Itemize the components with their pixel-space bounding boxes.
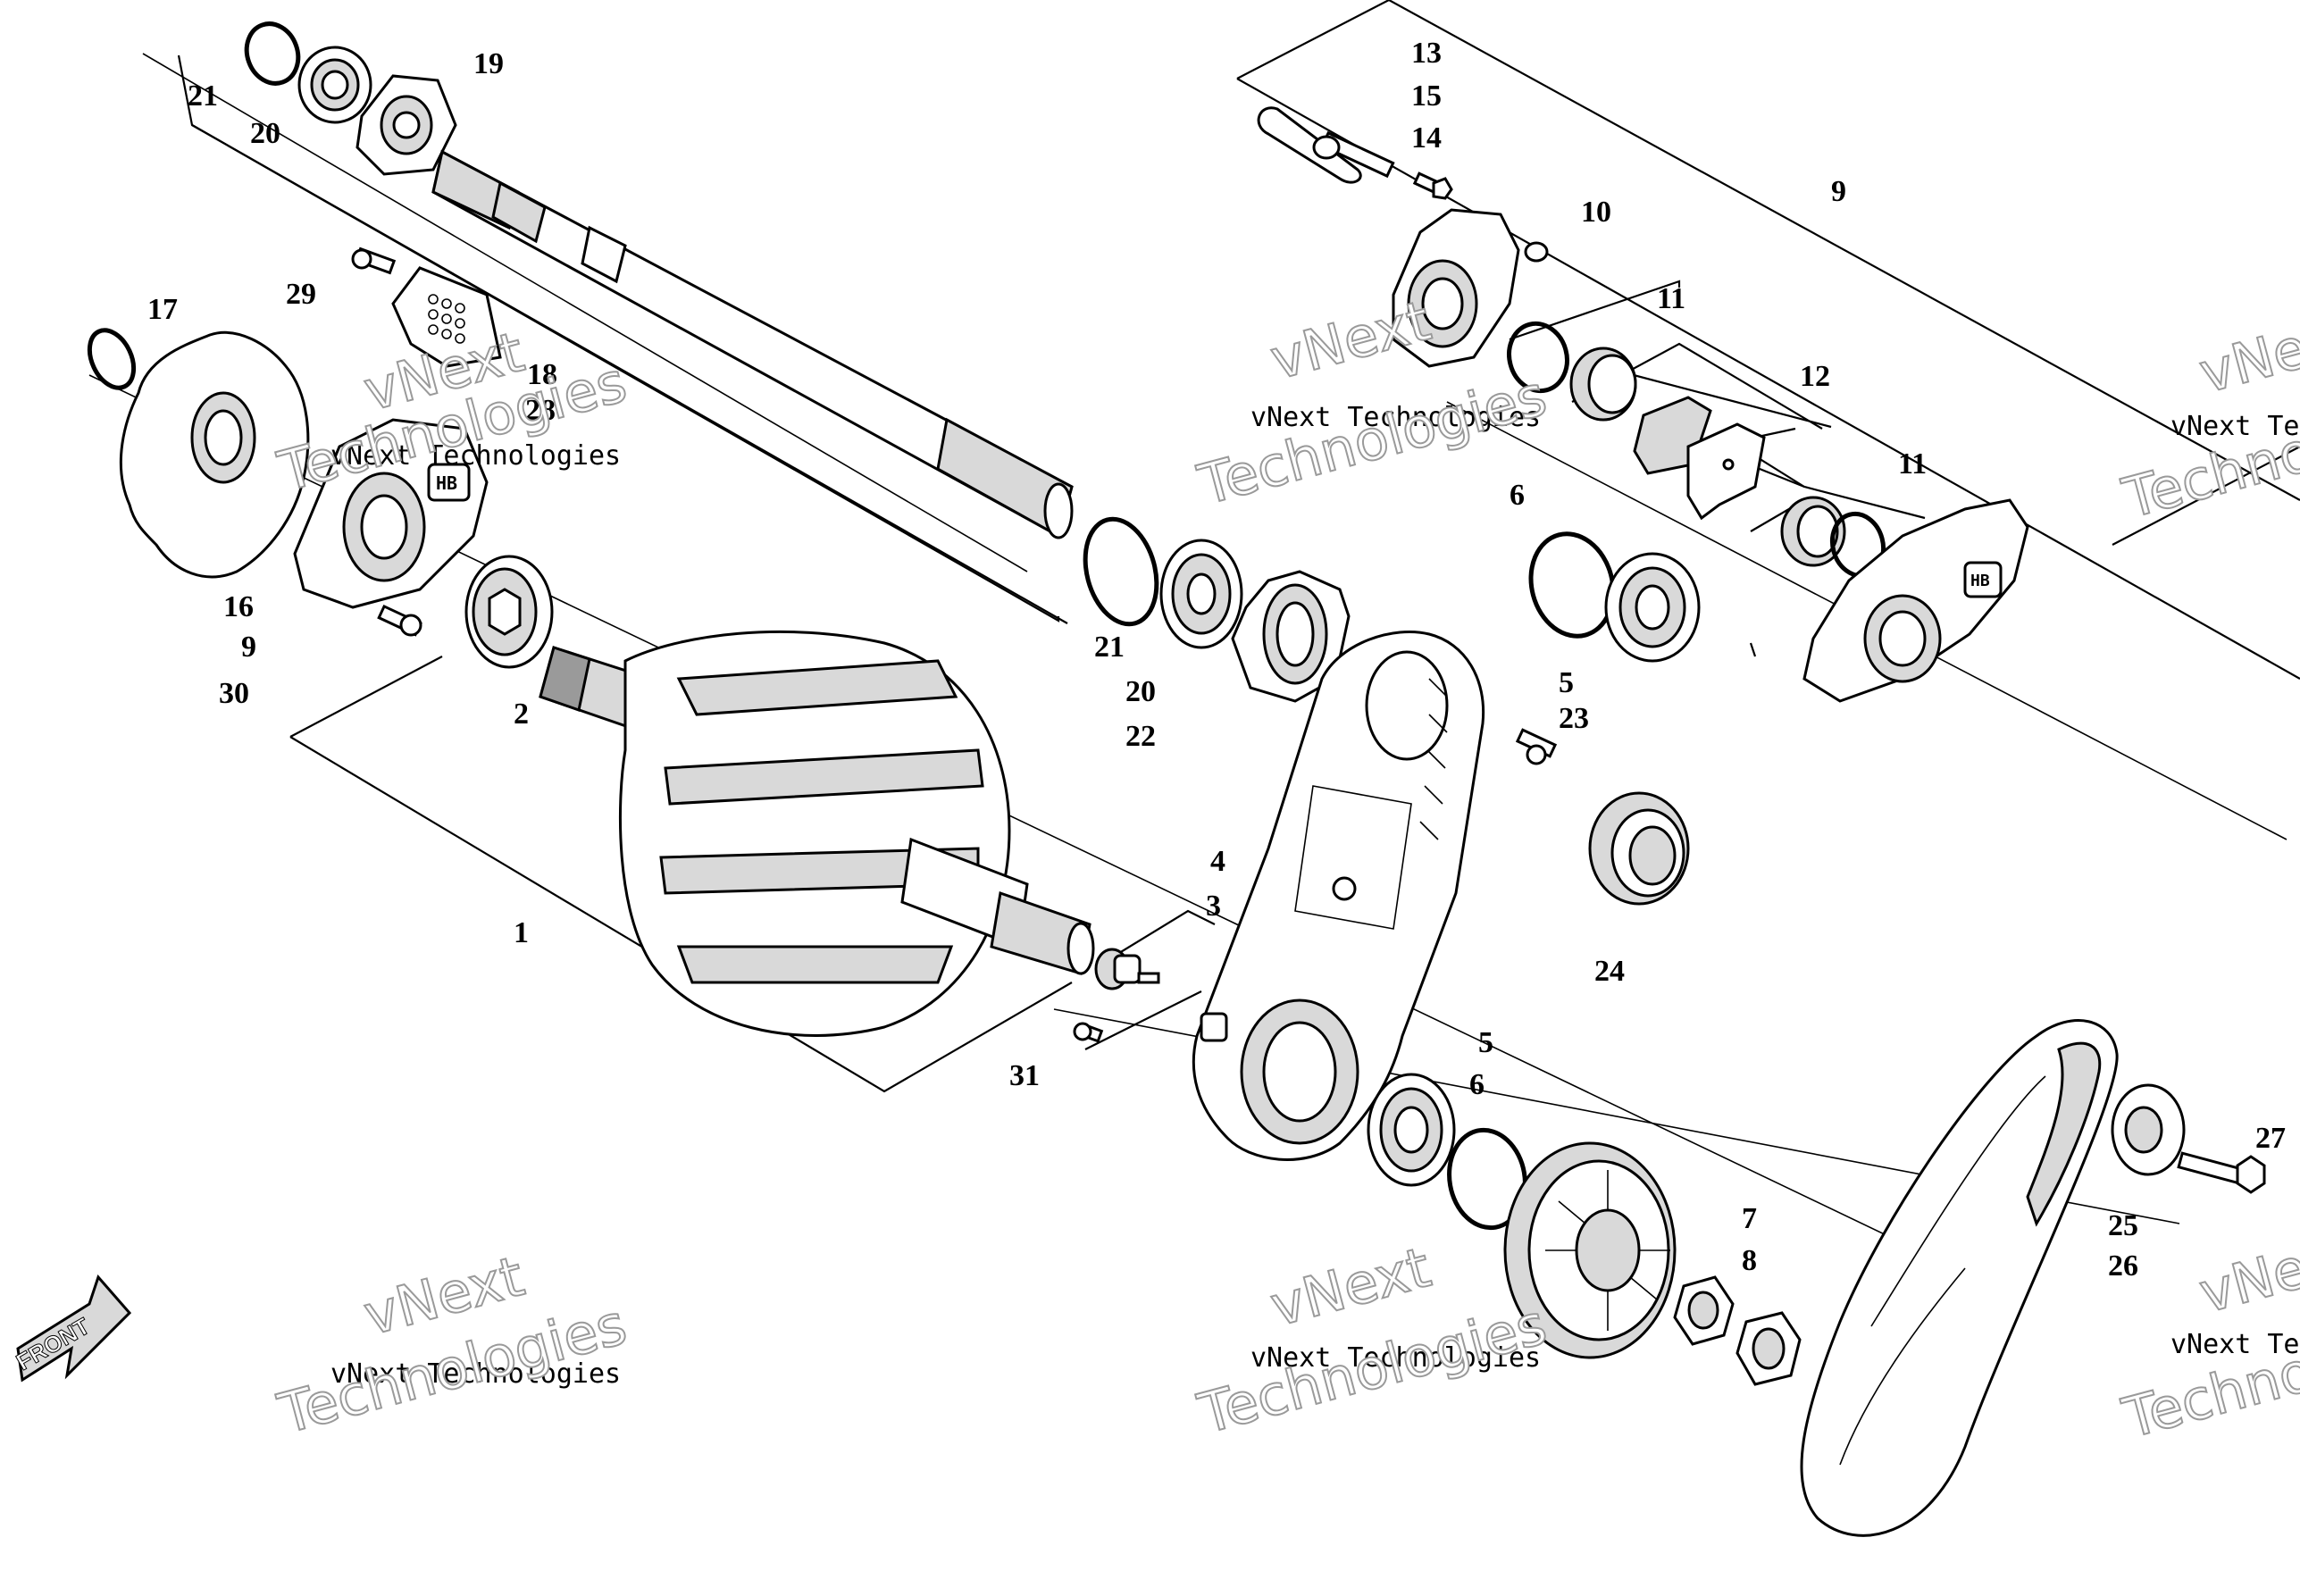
watermark-text: vNext Tec <box>2170 1329 2300 1360</box>
callout: 3 <box>1206 890 1221 923</box>
bearing-5-upper <box>1604 552 1701 663</box>
sprocket-24 <box>1588 791 1690 906</box>
callout: 21 <box>1094 631 1125 664</box>
o-ring-6-upper <box>1528 531 1616 639</box>
watermark-text: vNext Technologies <box>1250 1342 1541 1374</box>
bearing-20-top <box>297 46 372 124</box>
caliper-half-upper <box>1392 208 1520 368</box>
washer-25 <box>2111 1083 2186 1176</box>
watermark-text: vNext Technologies <box>330 1358 621 1390</box>
piston-11c <box>1780 496 1846 567</box>
callout: 29 <box>286 278 316 311</box>
callout: 5 <box>1478 1026 1493 1059</box>
callout: 21 <box>188 79 218 113</box>
front-arrow-icon: FRONT <box>12 1274 132 1383</box>
callout: 11 <box>1657 282 1685 315</box>
callout: 9 <box>241 631 256 664</box>
snap-ring-21-right <box>1083 516 1159 627</box>
callout: 23 <box>1559 702 1589 735</box>
chaincase-4 <box>1192 630 1485 1161</box>
bracket-lines <box>177 0 2300 1093</box>
callout: 4 <box>1210 845 1225 878</box>
callout: 27 <box>2255 1122 2286 1155</box>
o-ring-6-lower <box>1447 1127 1527 1231</box>
callout: 9 <box>1831 175 1846 208</box>
chain-26 <box>1800 1019 2119 1537</box>
watermark-text: vNext Technologies <box>330 440 621 472</box>
bearing-housing-19 <box>355 74 457 176</box>
watermark-text: vNext <box>1264 288 1437 392</box>
watermarks: vNext Technologies vNext Technologies vN… <box>271 287 2300 1452</box>
callout: 11 <box>1898 447 1927 480</box>
callout: 22 <box>1125 720 1156 753</box>
bearing-flange-22 <box>1231 570 1351 703</box>
callout: 17 <box>147 293 178 326</box>
watermark-text: vNext Technologies <box>1250 402 1541 433</box>
bracket-plate-28 <box>391 266 502 368</box>
seal-11a <box>1507 321 1569 394</box>
axis-lines <box>88 53 2287 1278</box>
bolt-29 <box>351 247 397 275</box>
callout: 5 <box>1559 666 1574 699</box>
bearing-20-right <box>1159 539 1243 649</box>
callout: 18 <box>527 358 557 391</box>
sprocket-7 <box>1503 1141 1677 1359</box>
callout: 15 <box>1411 79 1442 113</box>
brake-pad-12b <box>1686 422 1766 521</box>
idler-wheel-16 <box>119 330 310 579</box>
callout: 30 <box>219 677 249 710</box>
piston-11b <box>1569 347 1637 422</box>
callout: 20 <box>250 117 280 150</box>
bleed-screw-14 <box>1412 171 1453 200</box>
callout: 6 <box>1469 1068 1485 1101</box>
callout: 6 <box>1510 479 1525 512</box>
callout: 14 <box>1411 121 1442 155</box>
nut-8b <box>1735 1311 1802 1386</box>
watermark-text: vNext <box>1264 1234 1437 1339</box>
snap-ring-21-top <box>244 21 301 86</box>
hb-logo-right: HB <box>1970 572 1990 590</box>
callout: 20 <box>1125 675 1156 708</box>
bearing-5-lower <box>1367 1073 1456 1187</box>
callout-labels: 1 2 3 4 5 5 6 6 7 8 9 9 10 11 11 12 13 1… <box>147 37 2286 1283</box>
lock-washer-8a <box>1673 1275 1735 1346</box>
callout: 31 <box>1009 1059 1040 1092</box>
axle-shaft-18 <box>431 149 1074 539</box>
callout: 10 <box>1581 196 1611 229</box>
callout: 26 <box>2108 1249 2138 1283</box>
watermark-text: Technologies <box>1192 363 1553 518</box>
callout: 8 <box>1742 1244 1757 1277</box>
watermark-text: vNext <box>2193 1221 2300 1325</box>
callout: 28 <box>525 394 556 427</box>
watermark-text: vNext <box>2193 301 2300 405</box>
drive-shaft-assembly-1 <box>539 630 1095 1037</box>
callout: 1 <box>514 916 529 949</box>
callout: 2 <box>514 698 529 731</box>
screw-31 <box>1073 1022 1104 1043</box>
insert-3 <box>1094 948 1160 990</box>
callout: 19 <box>473 47 504 80</box>
callout: 7 <box>1742 1202 1757 1235</box>
cap-10 <box>1524 241 1549 263</box>
hb-logo-left: HB <box>436 472 457 494</box>
hex-bearing-2 <box>464 555 554 669</box>
bolt-23 <box>1515 728 1558 765</box>
bolt-15 <box>1312 130 1395 179</box>
bearing-housing-9-left: HB <box>293 418 489 609</box>
callout: 24 <box>1594 955 1625 988</box>
callout: 16 <box>223 590 254 623</box>
bolt-27 <box>2177 1151 2266 1194</box>
bolt-30 <box>377 604 422 637</box>
callout: 12 <box>1800 360 1830 393</box>
callout: 13 <box>1411 37 1442 70</box>
caliper-half-lower: HB <box>1802 498 2029 703</box>
watermark-text: vNext Tec <box>2170 411 2300 442</box>
snap-ring-17 <box>87 328 137 390</box>
callout: 25 <box>2108 1209 2138 1242</box>
